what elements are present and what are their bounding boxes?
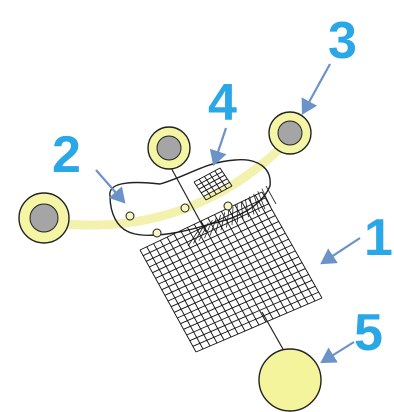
arrow-1 [322,238,360,263]
label-3: 3 [328,12,357,70]
arrow-3 [303,64,330,113]
hole-4 [224,202,232,210]
arrow-4 [214,128,226,164]
pad-left [19,193,69,243]
mesh-line [190,286,316,340]
hole-1 [126,212,134,220]
mesh-line [193,292,319,346]
arrow-5 [322,342,354,362]
hole-3 [181,204,189,212]
label-1: 1 [364,209,393,267]
label-2: 2 [52,126,81,184]
label-5: 5 [354,304,383,362]
pad-right [269,112,311,154]
pad-center [148,127,190,169]
hole-2 [153,229,161,237]
label-4: 4 [208,74,237,132]
mesh-line [196,298,322,352]
yellow-ball [259,349,321,411]
